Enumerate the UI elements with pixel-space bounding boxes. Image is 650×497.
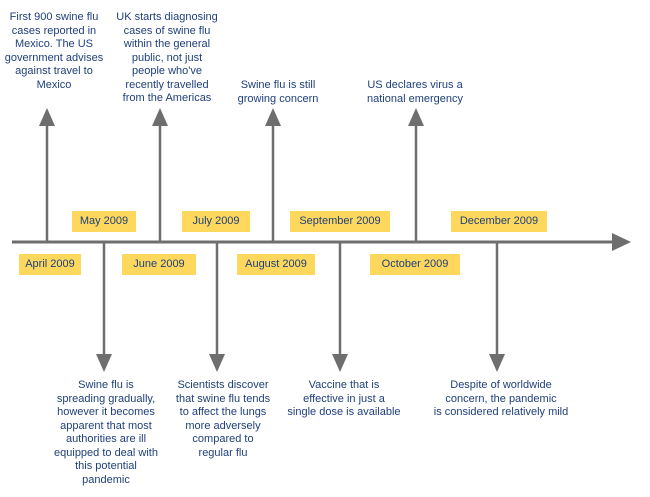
arrowhead-down-july	[209, 354, 225, 372]
arrowhead-down-december	[489, 354, 505, 372]
month-label-june: June 2009	[122, 254, 196, 275]
month-label-august: August 2009	[237, 254, 315, 275]
month-label-september: September 2009	[290, 211, 390, 232]
arrowhead-up-october	[408, 108, 424, 126]
event-note-june: UK starts diagnosing cases of swine flu …	[116, 11, 218, 104]
month-label-july: July 2009	[182, 211, 250, 232]
arrowhead-up-april	[39, 108, 55, 126]
timeline-axis-arrowhead	[612, 233, 631, 251]
event-note-october: US declares virus a national emergency	[366, 79, 463, 105]
event-note-april: First 900 swine flu cases reported in Me…	[4, 11, 104, 91]
arrowhead-down-may	[96, 354, 112, 372]
month-label-april: April 2009	[19, 254, 81, 275]
month-label-october: October 2009	[370, 254, 460, 275]
month-label-may: May 2009	[72, 211, 136, 232]
arrowhead-up-june	[152, 108, 168, 126]
month-label-december: December 2009	[451, 211, 547, 232]
arrowhead-up-august	[265, 108, 281, 126]
arrowhead-down-september	[332, 354, 348, 372]
event-note-july: Scientists discover that swine flu tends…	[175, 379, 271, 459]
event-note-september: Vaccine that is effective in just a sing…	[287, 379, 401, 418]
event-note-august: Swine flu is still growing concern	[237, 79, 319, 105]
event-note-may: Swine flu is spreading gradually, howeve…	[54, 379, 158, 486]
event-note-december: Despite of worldwide concern, the pandem…	[433, 379, 569, 418]
